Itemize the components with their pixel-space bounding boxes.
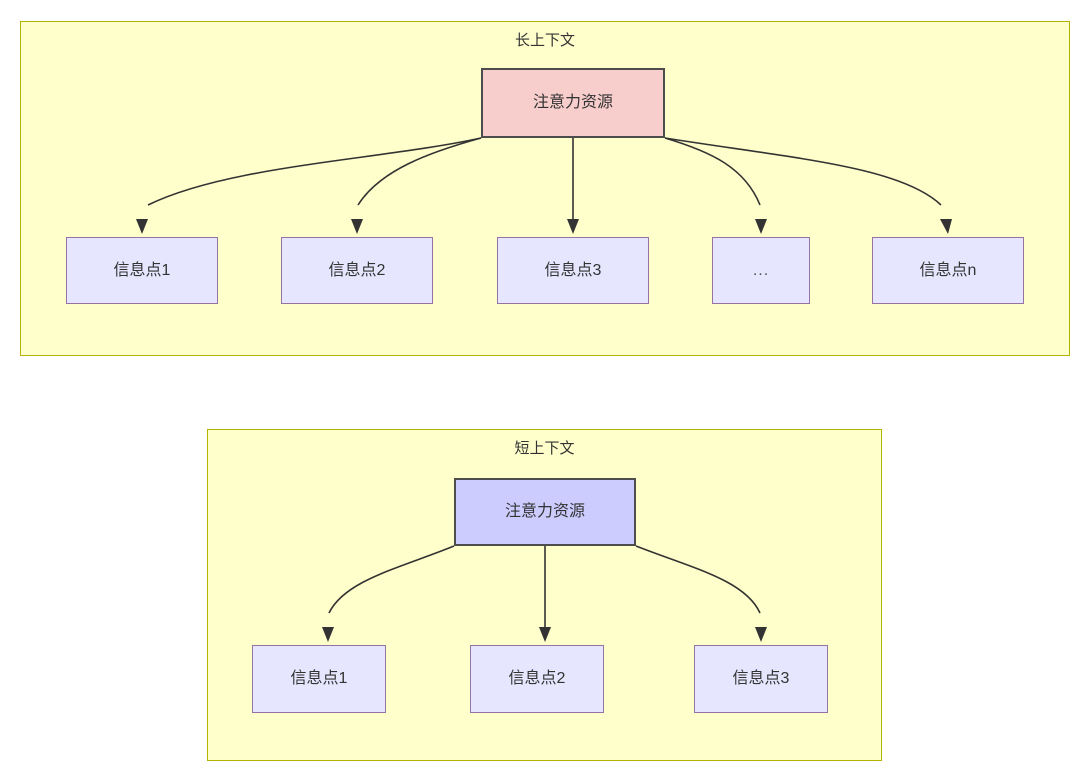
short-context-leaf-3-label: 信息点3 (732, 670, 790, 688)
long-context-root-label: 注意力资源 (532, 94, 613, 112)
long-context-leaf-2-label: 信息点2 (328, 261, 386, 279)
short-context-leaf-1[interactable]: 信息点1 (252, 645, 386, 713)
short-context-root-node[interactable]: 注意力资源 (454, 478, 636, 546)
short-context-leaf-2-label: 信息点2 (508, 670, 566, 688)
short-context-leaf-2[interactable]: 信息点2 (470, 645, 604, 713)
short-context-leaf-3[interactable]: 信息点3 (694, 645, 828, 713)
short-context-title: 短上下文 (514, 440, 575, 457)
long-context-leaf-1[interactable]: 信息点1 (66, 237, 218, 304)
long-context-leaf-n-label: 信息点n (919, 261, 977, 279)
long-context-leaf-ellipsis-label: ... (752, 261, 770, 279)
long-context-leaf-1-label: 信息点1 (113, 261, 171, 279)
short-context-leaf-1-label: 信息点1 (290, 670, 348, 688)
long-context-leaf-2[interactable]: 信息点2 (281, 237, 433, 304)
long-context-title: 长上下文 (514, 32, 575, 49)
long-context-root-node[interactable]: 注意力资源 (481, 68, 665, 138)
long-context-leaf-n[interactable]: 信息点n (872, 237, 1024, 304)
short-context-root-label: 注意力资源 (504, 503, 585, 521)
long-context-leaf-3-label: 信息点3 (544, 261, 602, 279)
long-context-leaf-3[interactable]: 信息点3 (497, 237, 649, 304)
long-context-leaf-ellipsis[interactable]: ... (712, 237, 810, 304)
